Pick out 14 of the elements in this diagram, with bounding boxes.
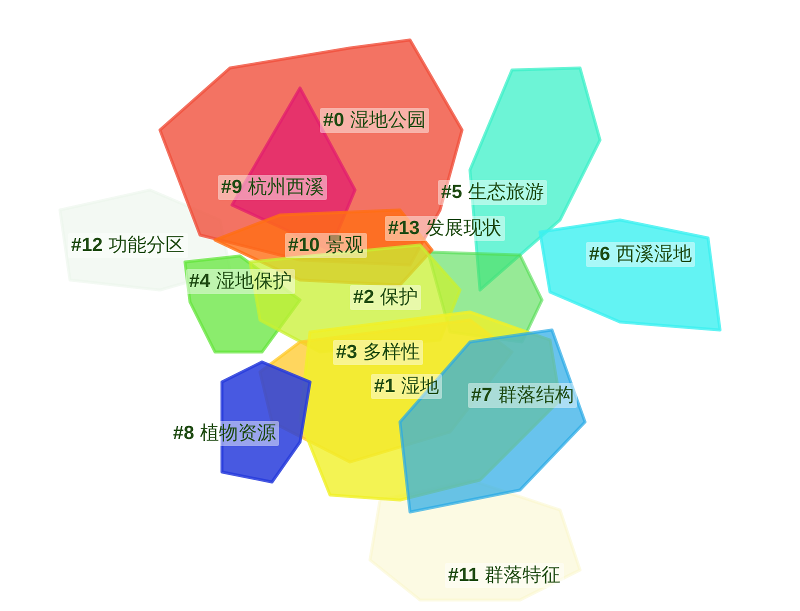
cluster-label: #9 杭州西溪	[218, 175, 328, 200]
cluster-label: #10 景观	[285, 233, 367, 258]
cluster-label: #7 群落结构	[468, 383, 578, 408]
cluster-label: #5 生态旅游	[438, 180, 548, 205]
cluster-label: #0 湿地公园	[320, 108, 430, 133]
cluster-label: #4 湿地保护	[186, 269, 296, 294]
cluster-label: #12 功能分区	[68, 233, 188, 258]
cluster-label: #2 保护	[350, 285, 422, 310]
cluster-label: #6 西溪湿地	[586, 242, 696, 267]
cluster-label: #8 植物资源	[170, 421, 280, 446]
cluster-label: #11 群落特征	[445, 563, 564, 588]
cluster-label: #13 发展现状	[385, 216, 505, 241]
cluster-label: #1 湿地	[371, 374, 442, 399]
cluster-label: #3 多样性	[333, 340, 424, 365]
